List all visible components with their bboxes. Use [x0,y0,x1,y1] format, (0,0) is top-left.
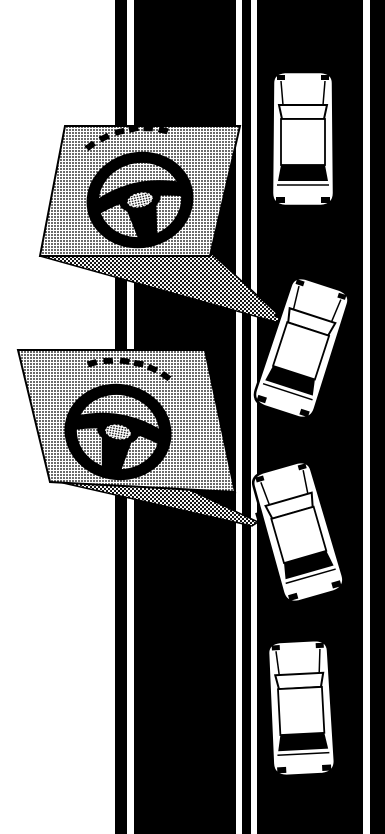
steering-callout-1 [40,118,240,256]
car-icon [262,639,341,777]
car-4 [262,639,341,777]
steering-callout-2 [18,350,235,492]
center-line-right [251,0,257,834]
car-icon [267,72,339,206]
car-1 [267,72,339,206]
right-edge-line [363,0,370,834]
